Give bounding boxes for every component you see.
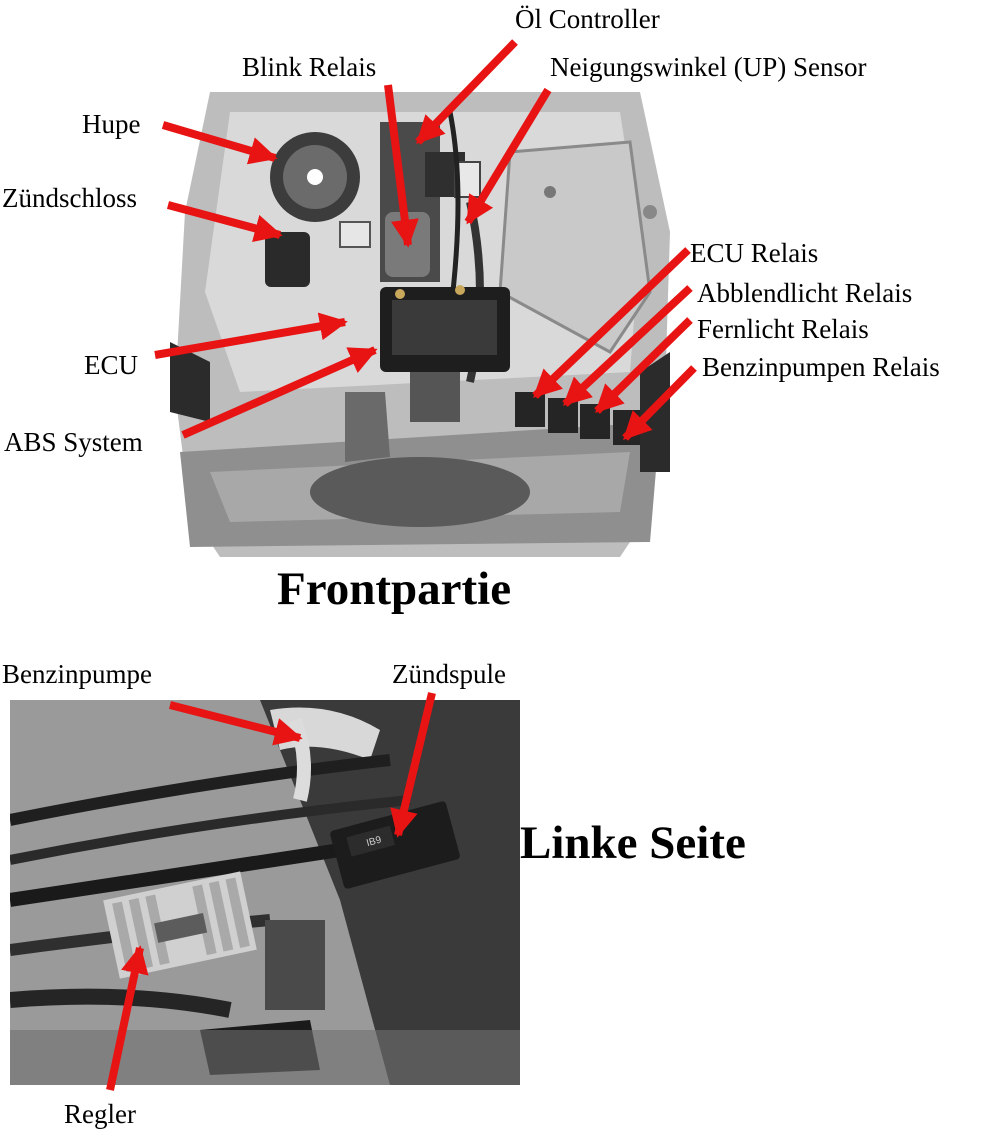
label-neigungswinkel-sensor: Neigungswinkel (UP) Sensor: [550, 52, 867, 82]
label-ecu-relais: ECU Relais: [690, 238, 819, 268]
arrow-zuendschloss: [166, 201, 283, 243]
arrow-abs-system: [181, 346, 378, 439]
arrow-zuendspule: [390, 692, 436, 838]
section-title-front: Frontpartie: [277, 563, 512, 615]
coil-marking: IB9: [365, 834, 383, 849]
label-abblendlicht-relais: Abblendlicht Relais: [697, 278, 913, 308]
label-regler: Regler: [64, 1099, 136, 1129]
arrow-abblendlicht-relais: [562, 285, 693, 407]
label-zuendschloss: Zündschloss: [2, 183, 137, 213]
label-hupe: Hupe: [82, 109, 141, 139]
label-abs-system: ABS System: [4, 427, 143, 457]
arrow-ecu: [154, 312, 348, 359]
label-fernlicht-relais: Fernlicht Relais: [697, 314, 869, 344]
arrow-blink-relais: [384, 84, 419, 248]
arrow-fernlicht-relais: [594, 317, 693, 414]
label-zuendspule: Zündspule: [392, 659, 506, 689]
arrow-neigungswinkel: [464, 87, 552, 225]
label-oel-controller: Öl Controller: [515, 4, 660, 34]
arrow-benzinpumpen-relais: [622, 365, 697, 441]
arrow-benzinpumpe: [169, 701, 303, 746]
arrow-oel-controller: [415, 39, 518, 145]
label-blink-relais: Blink Relais: [242, 52, 377, 82]
front-section-photo: [170, 92, 670, 557]
arrow-regler: [106, 945, 149, 1091]
left-side-photo: IB9: [10, 700, 520, 1085]
section-title-left: Linke Seite: [520, 817, 746, 869]
label-benzinpumpen-relais: Benzinpumpen Relais: [702, 352, 940, 382]
arrow-hupe: [161, 121, 278, 165]
label-ecu: ECU: [84, 350, 138, 380]
arrow-ecu-relais: [532, 247, 691, 399]
label-benzinpumpe: Benzinpumpe: [2, 659, 152, 689]
